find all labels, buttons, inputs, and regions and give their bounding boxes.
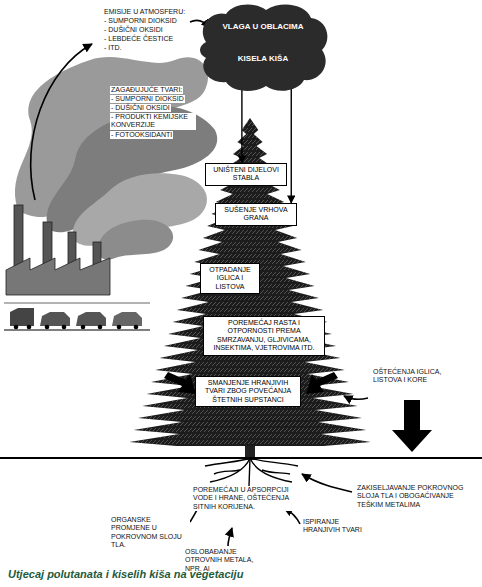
box-label: POREMEĆAJ RASTA I OTPORNOSTI PREMA SMRZA… [207,319,321,353]
annotation-text: - DUŠIČNI OKSIDI [103,26,164,34]
annotation-text: - FOTOOKSIDANTI [110,131,173,139]
annotation-text: ZAGAĐUJUĆE TVARI: [110,86,183,94]
annotation-text: - DUŠIČNI OKSIDI [110,104,171,112]
figure-caption: Utjecaj polutanata i kiselih kiša na veg… [8,568,243,580]
rain-arrow [291,88,292,203]
effect-box: OTPADANJE IGLICA I LISTOVA [200,263,260,294]
flow-arrow [31,20,210,200]
annotation-text: - ITD. [103,44,123,52]
rain-cloud: VLAGA U OBLACIMA KISELA KIŠA [196,2,330,94]
ground-line [0,457,482,459]
cloud-outline [196,2,330,94]
tree-crown [129,118,370,446]
effect-box: SUŠENJE VRHOVA GRANA [215,203,297,226]
factory [6,205,110,295]
annotation-text: EMISIJE U ATMOSFERU: [103,8,186,16]
annotation-text: POREMEĆAJI U APSORPCIJI VODE I HRANE, OŠ… [192,486,298,511]
tree [129,118,370,460]
annotation-text: - SUMPORNI DIOKSID [103,17,178,25]
annotation-text: ISPIRANJE HRANJIVIH TVARI [302,518,364,535]
effect-box: POREMEĆAJ RASTA I OTPORNOSTI PREMA SMRZA… [203,316,325,356]
roots [205,458,298,486]
box-label: SUŠENJE VRHOVA GRANA [219,206,293,223]
cloud-label: KISELA KIŠA [196,54,330,64]
soil-arrow [190,396,368,546]
box-label: OTPADANJE IGLICA I LISTOVA [204,266,256,291]
annotation-text: - LEBDEĆE ČESTICE [103,35,174,43]
effect-box: SMANJENJE HRANJIVIH TVARI ZBOG POVEĆANJA… [195,376,301,407]
effect-box: UNIŠTENI DIJELOVI STABLA [205,163,287,186]
annotation-text: - SUMPORNI DIOKSID [110,95,185,103]
tree-needles [129,118,370,446]
road [4,303,150,330]
rain-arrow [241,88,242,163]
annotation-text: ORGANSKE PROMJENE U POKROVNOM SLOJU TLA. [110,516,190,550]
cloud-label: VLAGA U OBLACIMA [196,22,330,32]
annotation-text: OŠTEĆENJA IGLICA, LISTOVA I KORE [372,368,464,385]
annotation-text: ZAKISELJAVANJE POKROVNOG SLOJA TLA I OBO… [356,484,466,509]
box-label: SMANJENJE HRANJIVIH TVARI ZBOG POVEĆANJA… [199,379,297,404]
box-label: UNIŠTENI DIJELOVI STABLA [209,166,283,183]
annotation-text: - PRODUKTI KEMIJSKE KONVERZIJE [110,113,196,130]
